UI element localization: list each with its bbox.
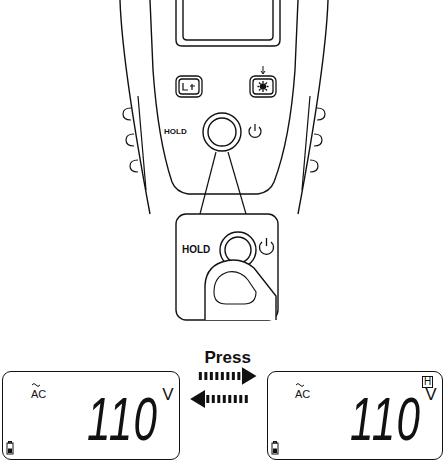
lcd-reading: 110	[350, 388, 421, 450]
lcd-symbol: AC	[295, 389, 310, 400]
side-grip	[130, 160, 138, 172]
hold-button	[203, 113, 241, 151]
side-grip	[138, 96, 146, 190]
magnified-view	[176, 214, 278, 320]
side-grip	[302, 96, 310, 190]
leader-line	[228, 152, 246, 214]
magnified-view	[176, 214, 278, 320]
mode-buttons	[179, 79, 199, 94]
magnified-view	[225, 237, 251, 263]
battery-icon	[9, 442, 12, 444]
battery-icon	[274, 442, 277, 444]
finger	[214, 272, 256, 304]
battery-icon	[9, 449, 12, 453]
meter-body	[120, 0, 328, 214]
mode-buttons	[258, 81, 269, 92]
meter-body	[120, 0, 150, 214]
finger	[205, 260, 276, 320]
meter-body	[176, 0, 280, 46]
mode-buttons	[176, 66, 276, 97]
meter-body	[183, 0, 273, 40]
mode-buttons	[176, 76, 202, 97]
hold-button	[208, 118, 236, 146]
lcd-symbol: V	[162, 386, 173, 403]
side-grip	[317, 108, 325, 120]
side-grip	[314, 134, 322, 146]
leader-line	[200, 152, 216, 214]
lcd-reading: 110	[87, 388, 158, 450]
side-grip	[126, 134, 134, 146]
meter-body	[298, 0, 328, 214]
button-label: HOLD	[182, 245, 210, 255]
mode-buttons	[250, 76, 276, 97]
battery-icon	[272, 443, 278, 454]
finger	[205, 260, 276, 320]
side-grip	[310, 160, 318, 172]
lcd-tilde	[32, 384, 40, 387]
hold-button	[203, 113, 261, 151]
side-grip	[123, 108, 131, 120]
meter-body	[150, 0, 298, 194]
lcd-symbol: V	[425, 386, 436, 403]
side-grip	[123, 96, 325, 190]
lcd-symbol: AC	[31, 389, 46, 400]
mode-buttons	[183, 83, 195, 90]
mode-buttons	[261, 66, 265, 74]
mode-buttons	[253, 79, 273, 94]
magnified-view	[266, 238, 267, 246]
leader-line	[200, 152, 246, 214]
battery-icon	[274, 449, 277, 453]
mode-buttons	[261, 84, 266, 89]
hold-button	[254, 124, 255, 131]
lcd-display: AC 110V	[2, 371, 180, 460]
lcd-display: HAC110V	[267, 371, 443, 460]
press-label: Press	[205, 349, 251, 366]
battery-icon	[7, 443, 13, 454]
lcd-tilde	[296, 384, 304, 387]
button-label: HOLD	[164, 128, 187, 136]
toggle-arrow	[199, 372, 242, 380]
toggle-arrow	[205, 395, 248, 403]
